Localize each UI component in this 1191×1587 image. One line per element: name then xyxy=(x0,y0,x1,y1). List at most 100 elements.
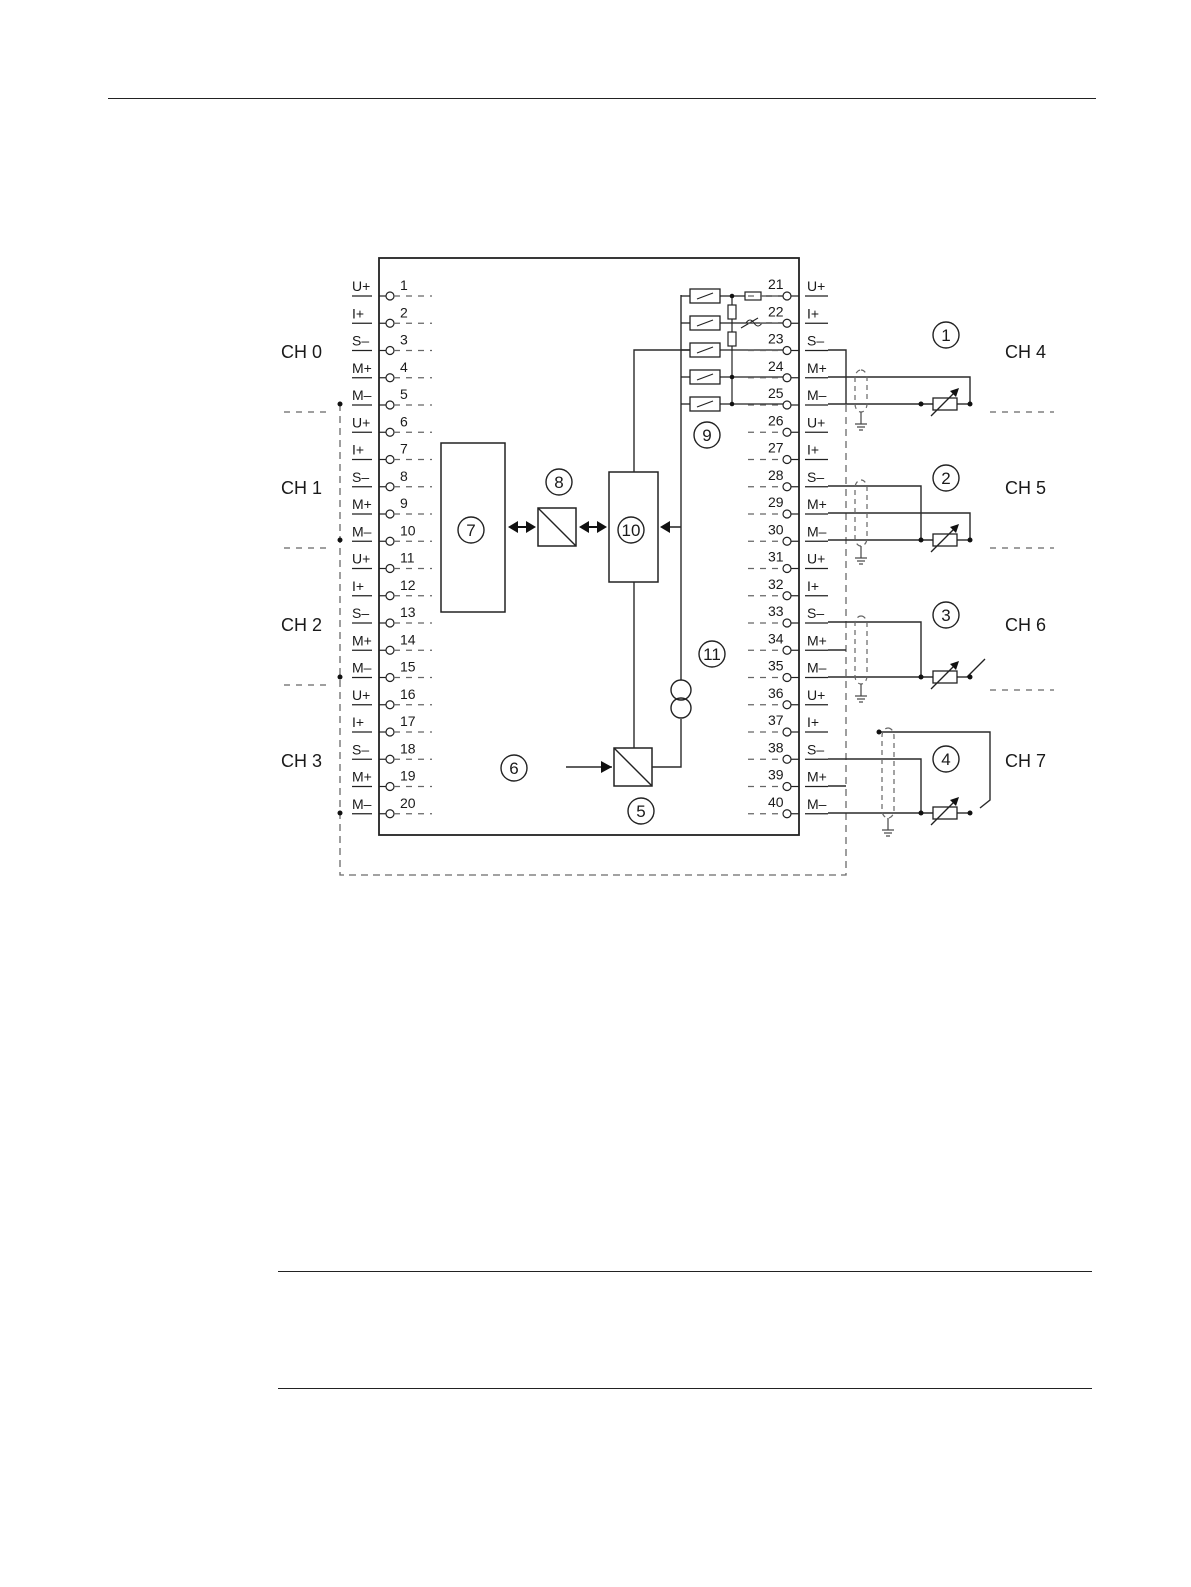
left-pin-label: M+ xyxy=(352,769,372,785)
right-pin-number: 27 xyxy=(768,440,784,456)
right-pin-label: M– xyxy=(807,387,827,403)
right-pin-number: 32 xyxy=(768,576,784,592)
callout-number: 3 xyxy=(941,606,950,625)
right-pin-number: 35 xyxy=(768,658,784,674)
left-pin-number: 3 xyxy=(400,332,408,348)
terminal xyxy=(386,674,394,682)
terminal xyxy=(386,401,394,409)
terminal xyxy=(386,347,394,355)
terminal xyxy=(783,701,791,709)
terminal xyxy=(783,456,791,464)
left-pin-number: 2 xyxy=(400,304,408,320)
terminal xyxy=(386,456,394,464)
callout-8: 8 xyxy=(546,469,572,495)
right-pin-number: 28 xyxy=(768,467,784,483)
callout-4: 4 xyxy=(933,746,959,772)
terminal xyxy=(386,292,394,300)
right-pin-number: 37 xyxy=(768,712,784,728)
right-pin-label: I+ xyxy=(807,578,819,594)
terminal xyxy=(783,674,791,682)
ch4-label: CH 4 xyxy=(1005,342,1046,362)
callout-5: 5 xyxy=(628,798,654,824)
rtd-resistor xyxy=(933,671,957,683)
terminal xyxy=(783,319,791,327)
left-pin-number: 7 xyxy=(400,441,408,457)
left-pin-number: 6 xyxy=(400,413,408,429)
ch6-label: CH 6 xyxy=(1005,615,1046,635)
right-pin-label: S– xyxy=(807,333,824,349)
right-pin-number: 25 xyxy=(768,385,784,401)
right-pin-number: 23 xyxy=(768,331,784,347)
ch3-label: CH 3 xyxy=(281,751,322,771)
terminal xyxy=(783,783,791,791)
right-pin-number: 40 xyxy=(768,794,784,810)
terminal xyxy=(386,565,394,573)
left-channel-separators xyxy=(284,412,326,685)
callout-number: 4 xyxy=(941,750,950,769)
ch1-label: CH 1 xyxy=(281,478,322,498)
rtd-resistor xyxy=(933,398,957,410)
left-pin-label: U+ xyxy=(352,414,370,430)
callout-number: 10 xyxy=(622,521,641,540)
ch5-label: CH 5 xyxy=(1005,478,1046,498)
terminal xyxy=(783,347,791,355)
left-pin-number: 1 xyxy=(400,277,408,293)
right-pin-label: U+ xyxy=(807,414,825,430)
bus-arrows xyxy=(508,521,681,533)
right-pin-number: 21 xyxy=(768,276,784,292)
left-pin-label: M+ xyxy=(352,496,372,512)
left-pin-number: 11 xyxy=(400,550,415,566)
left-pin-label: M– xyxy=(352,523,372,539)
terminal xyxy=(386,319,394,327)
ch7-label: CH 7 xyxy=(1005,751,1046,771)
left-pin-number: 5 xyxy=(400,386,408,402)
right-pin-number: 36 xyxy=(768,685,784,701)
callout-7: 7 xyxy=(458,517,484,543)
terminal xyxy=(386,374,394,382)
callout-3: 3 xyxy=(933,602,959,628)
right-pin-label: M+ xyxy=(807,769,827,785)
terminal xyxy=(386,592,394,600)
ch2-label: CH 2 xyxy=(281,615,322,635)
right-pin-label: I+ xyxy=(807,442,819,458)
right-pin-label: M– xyxy=(807,796,827,812)
terminal xyxy=(386,428,394,436)
callout-number: 5 xyxy=(636,802,645,821)
right-pin-label: S– xyxy=(807,605,824,621)
callout-number: 8 xyxy=(554,473,563,492)
right-pin-label: M– xyxy=(807,660,827,676)
right-pin-number: 24 xyxy=(768,358,784,374)
right-pin-label: M+ xyxy=(807,360,827,376)
right-pin-number: 38 xyxy=(768,739,784,755)
terminal xyxy=(783,646,791,654)
left-pin-label: U+ xyxy=(352,551,370,567)
terminal xyxy=(386,701,394,709)
right-pin-label: U+ xyxy=(807,278,825,294)
terminal xyxy=(386,483,394,491)
left-pin-number: 14 xyxy=(400,631,416,647)
left-pin-number: 15 xyxy=(400,659,416,675)
callout-number: 1 xyxy=(941,326,950,345)
terminal xyxy=(386,810,394,818)
left-pin-number: 17 xyxy=(400,713,416,729)
right-pin-label: I+ xyxy=(807,714,819,730)
terminal xyxy=(386,537,394,545)
left-pin-number: 16 xyxy=(400,686,416,702)
right-pin-label: S– xyxy=(807,741,824,757)
callout-9: 9 xyxy=(694,422,720,448)
callout-number: 2 xyxy=(941,469,950,488)
left-pin-label: I+ xyxy=(352,442,364,458)
callout-number: 11 xyxy=(703,645,721,664)
left-pin-label: I+ xyxy=(352,714,364,730)
left-pin-number: 8 xyxy=(400,468,408,484)
left-pin-label: S– xyxy=(352,469,369,485)
terminal xyxy=(386,728,394,736)
callout-number: 6 xyxy=(509,759,518,778)
terminal xyxy=(386,646,394,654)
terminal xyxy=(783,728,791,736)
rtd-resistor xyxy=(933,534,957,546)
right-pin-number: 39 xyxy=(768,767,784,783)
left-pin-label: U+ xyxy=(352,278,370,294)
left-pin-label: S– xyxy=(352,333,369,349)
